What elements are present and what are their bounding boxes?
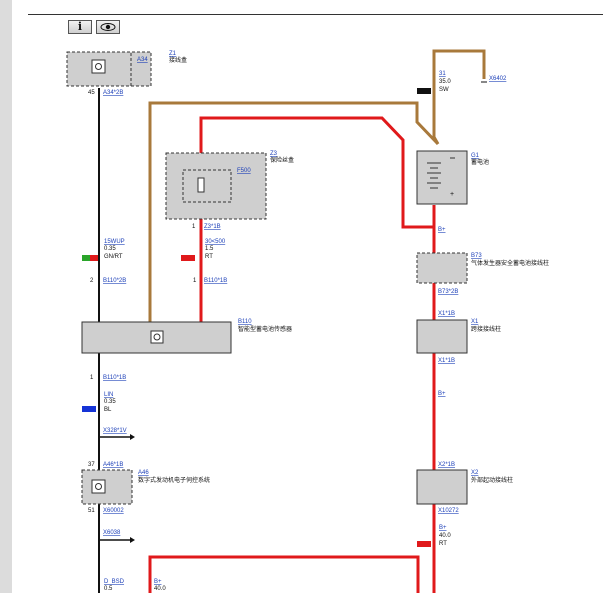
- wire-31-name[interactable]: 31: [439, 71, 446, 77]
- view-toggle-button[interactable]: [96, 20, 120, 34]
- wire-15wup-gauge: 0.35: [104, 246, 116, 252]
- a34-code[interactable]: Z1: [169, 51, 177, 57]
- x2-label: 外部起动接线柱: [471, 476, 513, 484]
- pin-2: 2: [90, 278, 94, 284]
- eye-icon: [100, 23, 116, 31]
- svg-text:+: +: [450, 191, 454, 198]
- wire-31-color: SW: [439, 87, 449, 93]
- arrow-head-2: [130, 537, 135, 543]
- b73-code[interactable]: B73: [471, 253, 482, 259]
- toolbar-divider: [28, 14, 603, 15]
- arrow-head: [130, 434, 135, 440]
- x1-label: 跨接接线柱: [471, 325, 501, 333]
- connector-x328[interactable]: X328*1V: [103, 428, 127, 434]
- component-g1[interactable]: +: [416, 150, 468, 205]
- wire-dbsd-name[interactable]: D_BSD: [104, 579, 125, 585]
- z3-code[interactable]: Z3: [270, 151, 278, 157]
- pin-1-b110: 1: [193, 278, 197, 284]
- component-a34[interactable]: [66, 51, 152, 87]
- pin-x1-1b-bot[interactable]: X1*1B: [438, 358, 455, 364]
- color-swatch-rt: [181, 255, 195, 261]
- pin-45: 45: [88, 90, 95, 96]
- info-button[interactable]: i: [68, 20, 92, 34]
- wire-30-color: RT: [205, 254, 213, 260]
- connector-x6038[interactable]: X6038: [103, 530, 121, 536]
- color-swatch-red: [90, 255, 98, 261]
- connector-x6402[interactable]: X6402: [489, 76, 507, 82]
- connector-x10272[interactable]: X10272: [438, 508, 459, 514]
- pin-b110-2b[interactable]: B110*2B: [103, 278, 126, 284]
- wire-bplus-b-gauge: 40.0: [154, 586, 166, 592]
- z3-label: 保险丝盒: [270, 156, 294, 164]
- fuse-f500[interactable]: F500: [237, 168, 251, 174]
- left-scroll-strip: [0, 0, 12, 593]
- pin-1-b110-lower: 1: [90, 375, 94, 381]
- component-x2[interactable]: [416, 469, 468, 505]
- b110-code[interactable]: B110: [238, 319, 252, 325]
- wire-brown-b110-ground[interactable]: [148, 101, 440, 322]
- x2-code[interactable]: X2: [471, 470, 479, 476]
- a34-label: 接线盒: [169, 56, 187, 64]
- wire-bplus-a-gauge: 40.0: [439, 533, 451, 539]
- wire-bplus-a-color: RT: [439, 541, 447, 547]
- pin-1-z3: 1: [192, 224, 196, 230]
- pin-a34-2b[interactable]: A34*2B: [103, 90, 123, 96]
- b110-label: 智能型蓄电池传感器: [238, 325, 292, 333]
- g1-label: 蓄电池: [471, 158, 489, 166]
- info-icon: i: [77, 20, 83, 33]
- a34-ref[interactable]: A34: [137, 57, 148, 63]
- pin-a46-1b[interactable]: A46*1B: [103, 462, 123, 468]
- wire-31-gauge: 35.0: [439, 79, 451, 85]
- component-b110[interactable]: [81, 321, 232, 354]
- wire-red-30[interactable]: [199, 116, 436, 322]
- pin-x1-1b-top[interactable]: X1*1B: [438, 311, 455, 317]
- pin-x2-1b[interactable]: X2*1B: [438, 462, 455, 468]
- color-swatch-rt-2: [417, 541, 431, 547]
- a46-label: 数字式发动机电子伺控系统: [138, 476, 210, 484]
- wire-bplus-a-name[interactable]: B+: [439, 525, 447, 531]
- wire-bplus-b-name[interactable]: B+: [154, 579, 162, 585]
- b73-label: 气体发生器安全蓄电池接线柱: [471, 259, 549, 267]
- wire-lin-name[interactable]: LIN: [104, 392, 113, 398]
- component-b73[interactable]: [416, 252, 468, 284]
- wire-brown-31[interactable]: [432, 49, 486, 145]
- wire-30-name[interactable]: 30<500: [205, 239, 226, 245]
- connector-x60002[interactable]: X60002: [103, 508, 124, 514]
- component-z3[interactable]: [165, 152, 267, 220]
- pin-51: 51: [88, 508, 95, 514]
- label-bplus-2[interactable]: B+: [438, 391, 446, 397]
- color-swatch-black: [417, 88, 431, 94]
- wire-dbsd-gauge: 0.5: [104, 586, 113, 592]
- g1-code[interactable]: G1: [471, 153, 480, 159]
- label-bplus-1[interactable]: B+: [438, 227, 446, 233]
- a46-ref[interactable]: A46: [138, 470, 149, 476]
- wire-red-bplus-lower[interactable]: [148, 555, 420, 593]
- wire-15wup-name[interactable]: 15WUP: [104, 239, 125, 245]
- wire-30-gauge: 1.5: [205, 246, 214, 252]
- color-swatch-green: [82, 255, 90, 261]
- pin-b110-1b-lower[interactable]: B110*1B: [103, 375, 126, 381]
- component-x1[interactable]: [416, 319, 468, 354]
- wire-15wup-color: GN/RT: [104, 254, 123, 260]
- pin-b73-2b[interactable]: B73*2B: [438, 289, 458, 295]
- wire-lin-color: BL: [104, 407, 112, 413]
- component-a46[interactable]: [81, 469, 133, 505]
- pin-b110-1b[interactable]: B110*1B: [204, 278, 227, 284]
- pin-z3-1b[interactable]: Z3*1B: [204, 224, 221, 230]
- wire-lin-gauge: 0.35: [104, 399, 116, 405]
- x1-code[interactable]: X1: [471, 319, 479, 325]
- color-swatch-blue: [82, 406, 96, 412]
- pin-37: 37: [88, 462, 95, 468]
